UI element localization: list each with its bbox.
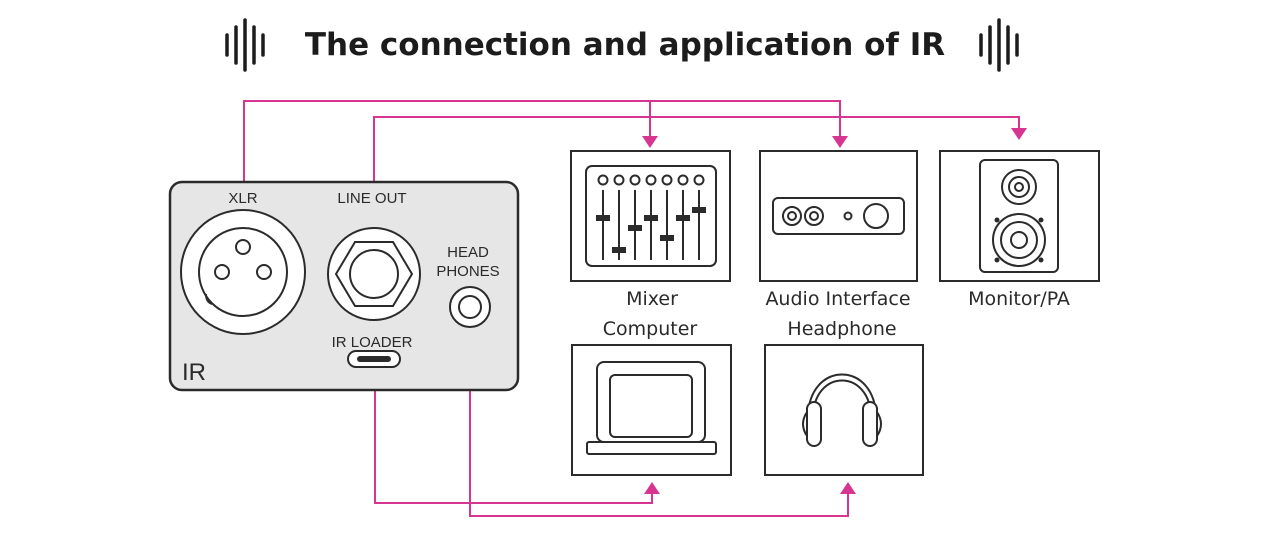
headphone-label: Headphone (787, 318, 896, 340)
speaker-icon (979, 159, 1059, 273)
arrow-to-monitor (1011, 128, 1027, 140)
usb-c-port-icon (347, 350, 401, 368)
device-computer (571, 344, 732, 476)
device-monitor-pa: Monitor/PA (939, 150, 1100, 310)
device-headphone (764, 344, 924, 476)
xlr-label: XLR (228, 190, 257, 207)
arrow-to-mixer (642, 136, 658, 148)
monitor-pa-label: Monitor/PA (968, 288, 1070, 310)
ir-loader-wire (374, 378, 653, 504)
sound-wave-icon-right (979, 18, 1019, 72)
line-out-label: LINE OUT (337, 190, 406, 207)
arrow-to-computer (644, 482, 660, 494)
connection-wires (243, 100, 1020, 517)
sound-wave-icon-left (225, 18, 265, 72)
connection-arrows (642, 128, 1027, 494)
ir-unit-name: IR (182, 359, 206, 386)
headphones-jack-icon (449, 286, 491, 328)
laptop-icon (586, 361, 717, 455)
computer-label: Computer (603, 318, 698, 340)
line-out-wire (373, 116, 1020, 184)
arrow-to-headphone (840, 482, 856, 494)
mixer-icon (596, 174, 706, 260)
device-audio-interface: Audio Interface (759, 150, 918, 310)
ir-unit: XLR LINE OUT HEAD PHONES IR LOADER IR (168, 180, 520, 392)
line-out-jack-icon (327, 227, 421, 321)
headphones-label-line2: PHONES (436, 263, 499, 280)
headphone-icon (802, 373, 882, 447)
headphones-label-line1: HEAD (447, 244, 489, 261)
mixer-label: Mixer (626, 288, 678, 310)
page-title: The connection and application of IR (305, 27, 945, 63)
audio-interface-icon (772, 197, 905, 235)
device-mixer: Mixer (570, 150, 731, 310)
headphones-wire (469, 329, 849, 517)
ir-loader-label: IR LOADER (332, 334, 413, 351)
audio-interface-label: Audio Interface (765, 288, 910, 310)
arrow-to-audio-interface (832, 136, 848, 148)
xlr-jack-icon (180, 209, 306, 335)
xlr-wire (243, 100, 841, 184)
